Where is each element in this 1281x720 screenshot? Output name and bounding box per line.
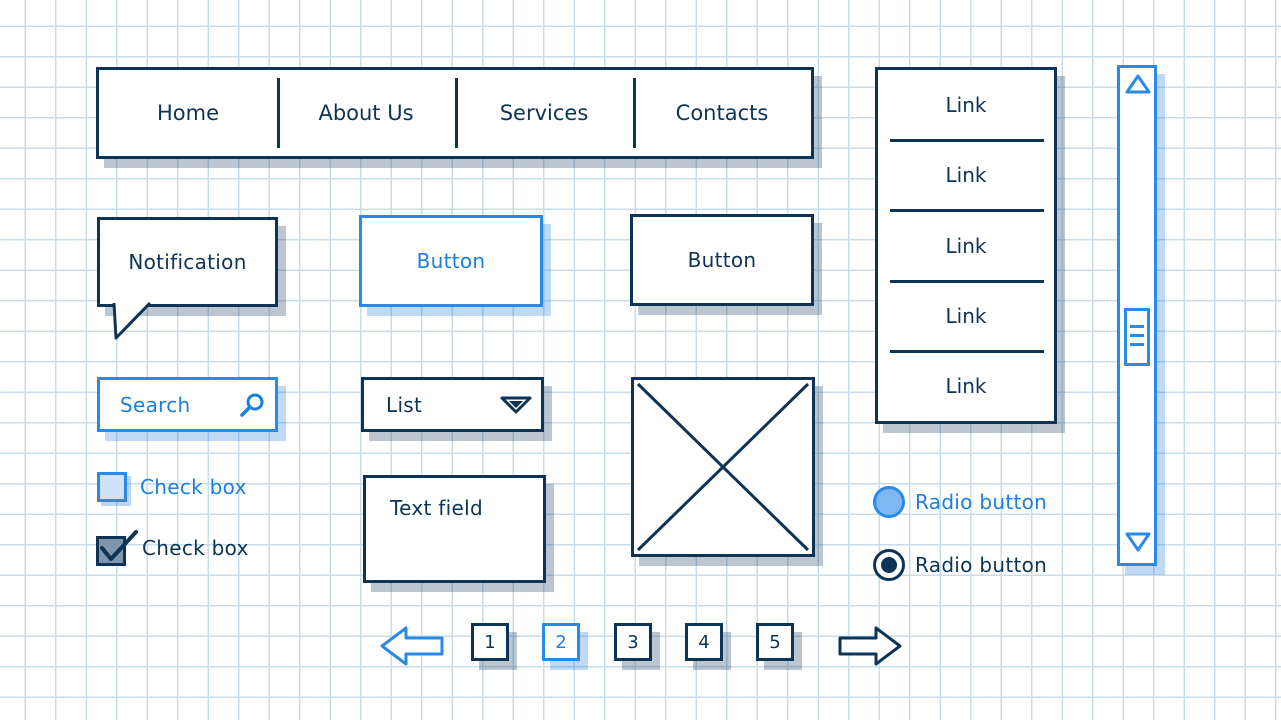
nav-item-home[interactable]: Home <box>156 101 219 125</box>
scrollbar[interactable] <box>1117 65 1157 566</box>
arrow-up-icon[interactable] <box>1125 74 1151 98</box>
checkbox-2[interactable]: Check box <box>96 530 249 566</box>
image-placeholder-icon <box>636 382 810 552</box>
notification-tail <box>112 302 152 340</box>
page-4[interactable]: 4 <box>685 623 723 661</box>
notification-text: Notification <box>128 250 247 274</box>
page-5[interactable]: 5 <box>756 623 794 661</box>
radio-button-1[interactable]: Radio button <box>873 486 1047 518</box>
pagination: 1 2 3 4 5 <box>378 620 908 680</box>
checkbox-unchecked-icon[interactable] <box>97 472 127 502</box>
page-3[interactable]: 3 <box>614 623 652 661</box>
arrow-down-icon[interactable] <box>1125 532 1151 556</box>
chevron-down-icon <box>499 395 533 415</box>
radio-selected-icon[interactable] <box>873 549 905 581</box>
radio-unselected-icon[interactable] <box>873 486 905 518</box>
link-item-5[interactable]: Link <box>878 349 1054 421</box>
radio-button-2[interactable]: Radio button <box>873 549 1047 581</box>
radio-button-2-label: Radio button <box>915 553 1048 577</box>
nav-bar: Home About Us Services Contacts <box>96 67 814 159</box>
text-field-value: Text field <box>390 496 483 520</box>
link-item-2[interactable]: Link <box>878 139 1054 210</box>
page-2[interactable]: 2 <box>542 623 580 661</box>
radio-button-1-label: Radio button <box>915 490 1048 514</box>
notification-bubble: Notification <box>97 217 278 307</box>
primary-button-label: Button <box>416 249 486 273</box>
list-selected-value: List <box>386 392 423 417</box>
checkbox-1[interactable]: Check box <box>97 472 247 502</box>
search-input[interactable]: Search <box>97 377 278 432</box>
page-1[interactable]: 1 <box>471 623 509 661</box>
image-placeholder <box>631 377 815 557</box>
text-field[interactable]: Text field <box>363 475 546 583</box>
link-item-1[interactable]: Link <box>945 93 987 118</box>
scrollbar-thumb[interactable] <box>1124 308 1150 366</box>
secondary-button[interactable]: Button <box>630 214 814 306</box>
checkbox-checked-icon[interactable] <box>96 530 138 566</box>
nav-item-contacts[interactable]: Contacts <box>633 70 811 156</box>
arrow-right-icon[interactable] <box>834 624 904 672</box>
nav-item-services[interactable]: Services <box>455 70 633 156</box>
search-icon[interactable] <box>237 390 267 420</box>
link-item-4[interactable]: Link <box>878 279 1054 351</box>
link-item-3[interactable]: Link <box>878 209 1054 280</box>
secondary-button-label: Button <box>687 248 757 272</box>
arrow-left-icon[interactable] <box>378 624 448 672</box>
link-list: Link Link Link Link Link <box>875 67 1057 424</box>
primary-button[interactable]: Button <box>359 215 543 307</box>
checkbox-2-label: Check box <box>142 536 249 560</box>
list-dropdown[interactable]: List <box>361 377 544 432</box>
checkbox-1-label: Check box <box>140 475 247 499</box>
search-placeholder: Search <box>120 392 191 417</box>
nav-item-about-us[interactable]: About Us <box>277 70 455 156</box>
